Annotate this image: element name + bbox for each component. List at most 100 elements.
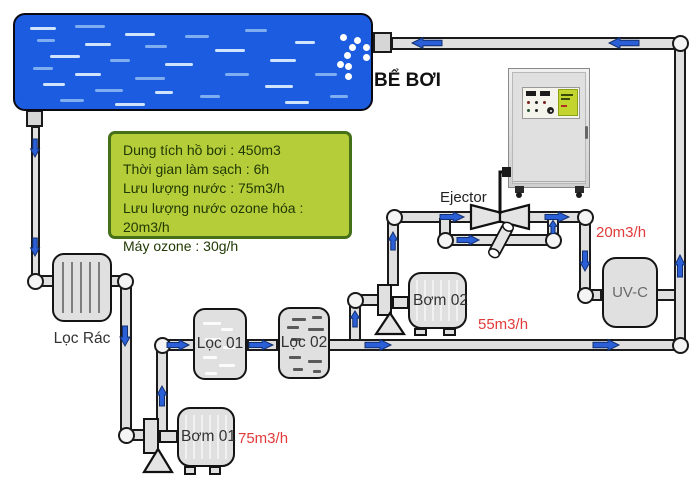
filter-media-dash [219,364,235,367]
bypass-valve-part [502,221,514,232]
flow-arrow-icon [607,36,640,50]
water-dash [115,103,145,106]
water-dash [75,25,105,28]
filter-media-dash [223,346,235,349]
pipe-joint [671,336,689,354]
flow-arrow-icon [119,325,131,348]
water-dash [125,33,155,36]
water-dash [295,41,315,44]
flow-arrow-icon [387,230,399,251]
water-dash [30,27,56,30]
indicator-light-icon [527,109,530,112]
flow-arrow-icon [364,338,393,352]
bubble-icon [349,44,356,51]
pipe-joint [385,208,403,226]
pipe-joint [436,231,454,249]
water-dash [85,43,111,46]
pump-1-stand-icon [142,446,174,474]
info-line-time: Thời gian làm sạch : 6h [123,161,270,178]
water-dash [60,99,84,102]
display-icon [526,91,536,96]
bubble-icon [337,61,344,68]
ozone-flow-rate: 20m3/h [596,224,647,241]
water-dash [330,95,348,98]
water-dash [215,49,245,52]
filter-media-dash [221,328,233,331]
display-icon [540,91,550,96]
flow-arrow-icon [29,237,41,258]
flow-arrow-icon [674,253,686,278]
ozone-port-icon [502,167,511,177]
water-dash [225,73,249,76]
indicator-light-icon [535,101,538,104]
swimming-pool [13,13,373,111]
indicator-light-icon [527,101,530,104]
info-line-ozonegen: Máy ozone : 30g/h [123,238,239,255]
bubble-icon [340,34,347,41]
filter-media-dash [308,360,322,363]
filter-media-dash [287,326,299,329]
pool-outlet-flange [26,110,43,127]
pipe-joint [116,272,134,290]
filter-media-dash [312,316,322,319]
water-dash [43,83,65,86]
flow-arrow-icon [439,211,466,223]
flow-arrow-icon [456,234,481,246]
pump-1-foot [209,466,221,475]
ozone-generator-cabinet [508,68,590,198]
bubble-icon [344,52,351,59]
water-dash [185,35,209,38]
water-dash [315,73,337,76]
water-dash [145,45,167,48]
main-flow-rate: 55m3/h [478,316,529,333]
knob-icon [547,107,554,114]
info-line-volume: Dung tích hồ bơi : 450m3 [123,142,281,158]
machine-wheel-icon [516,192,522,198]
filter-media-dash [313,370,321,373]
flow-arrow-icon [592,338,621,352]
flow-arrow-icon [156,384,168,407]
flow-arrow-icon [544,211,571,223]
bubble-icon [363,44,370,51]
info-line-ozoneflow: Lưu lượng nước ozone hóa : 20m3/h [123,199,304,235]
pump-1-foot [184,466,196,475]
pump-1-bracket [143,418,159,454]
filter-media-dash [205,372,217,375]
water-dash [75,73,101,76]
flow-arrow-icon [579,250,591,273]
water-dash [245,29,267,32]
filter-2-label: Lọc 02 [280,334,328,351]
water-dash [270,59,296,62]
bubble-icon [345,63,352,70]
pump-2-bracket [377,284,392,316]
water-dash [33,67,53,70]
filter-1: Lọc 01 [193,308,247,380]
machine-foot [515,186,524,193]
bubble-icon [345,73,352,80]
water-dash [95,89,123,92]
bypass-valve-part [488,248,500,259]
filter-2: Lọc 02 [278,307,330,379]
brand-sticker [558,89,578,116]
filter-media-dash [203,356,217,359]
uvc-unit: UV-C [602,257,658,328]
flow-arrow-icon [248,339,275,351]
filter-media-dash [308,328,324,331]
filter-media-dash [291,338,301,341]
flow-arrow-icon [349,310,361,328]
pump-2-foot [443,328,456,336]
water-dash [265,85,293,88]
filter-media-dash [203,322,221,325]
info-line-flow: Lưu lượng nước : 75m3/h [123,180,285,197]
filter-media-dash [205,338,221,341]
water-dash [37,39,55,42]
uvc-label: UV-C [612,284,648,301]
pool-label: BỂ BƠI [374,70,441,91]
door-handle-icon [585,126,588,139]
water-dash [165,63,193,66]
pool-inlet-flange [373,32,392,53]
indicator-light-icon [535,109,538,112]
water-dash [110,59,130,62]
machine-foot [575,186,584,193]
